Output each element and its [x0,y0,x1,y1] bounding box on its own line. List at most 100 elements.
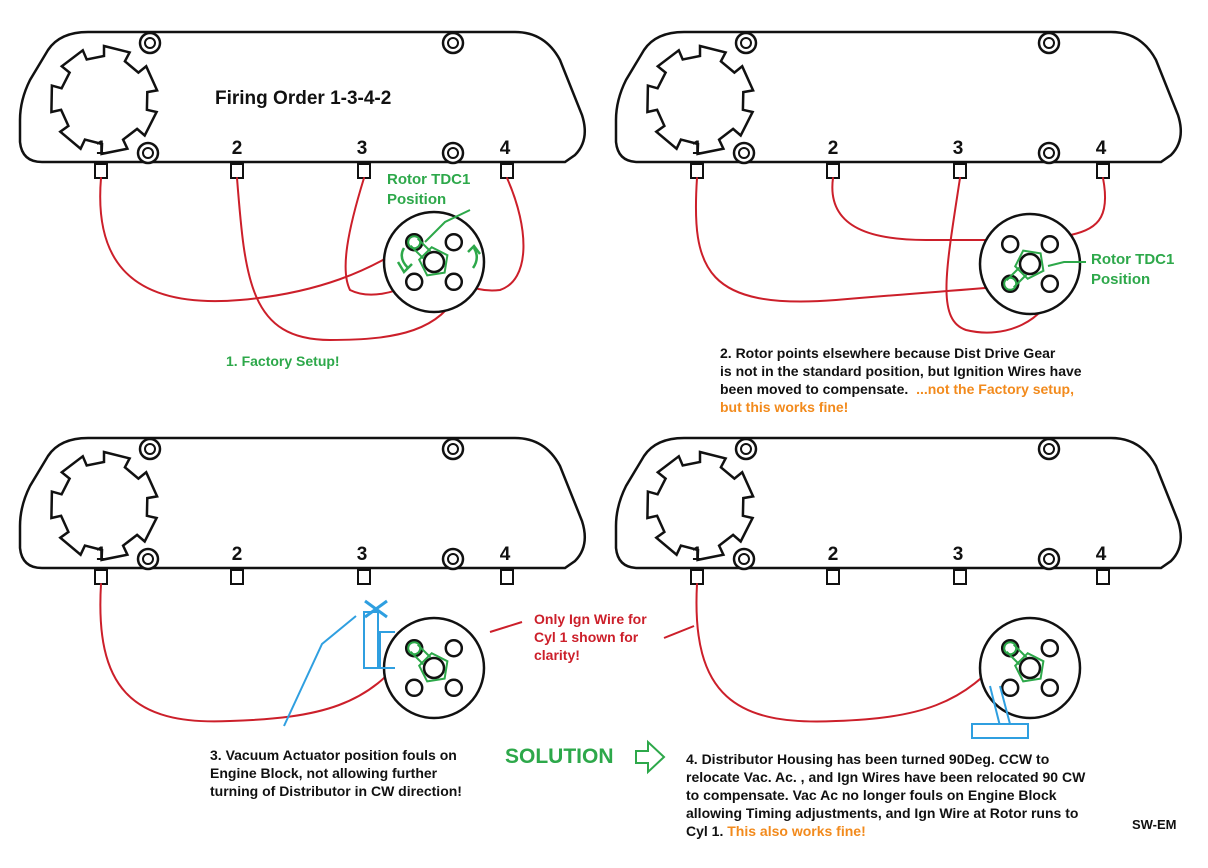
distributor-terminal [1000,678,1020,698]
rotor-tip [1003,641,1018,656]
spark-plug [690,163,704,179]
rotor-hub [1013,249,1045,281]
cylinder-label-3: 3 [953,544,964,565]
rotor-hub [417,651,449,683]
cylinder-label-3: 3 [357,544,368,565]
distributor-terminal [444,638,464,658]
panel3-caption-line3: turning of Distributor in CW direction! [210,783,462,799]
distributor-terminal [404,678,424,698]
bolt-hole-inner [142,147,154,159]
rotor-tip [407,235,422,250]
spark-plug [94,163,108,179]
panel4-caption-line2: relocate Vac. Ac. , and Ign Wires have b… [686,769,1086,785]
spark-plug [1096,569,1110,585]
signature: SW-EM [1132,817,1177,832]
spark-plug [230,163,244,179]
panel4-caption-orange: This also works fine! [727,823,866,839]
bolt-hole-inner [740,37,752,49]
cylinder-label-2: 2 [828,138,839,159]
panel4-caption-line3: to compensate. Vac Ac no longer fouls on… [686,787,1057,803]
distributor-terminal [444,678,464,698]
bolt-hole-inner [1043,147,1055,159]
rotor-label-line1: Rotor TDC1 [1091,251,1174,268]
engine-block-outline [614,30,1183,164]
cylinder-label-1: 1 [96,138,107,159]
ignition-wire [99,177,409,303]
distributor-terminal [1040,678,1060,698]
spark-plug [230,569,244,585]
engine-block-outline [18,30,587,164]
rotor-label-line1: Rotor TDC1 [387,171,470,188]
clarity-note-line1: Only Ign Wire for [534,611,647,627]
cylinder-label-3: 3 [953,138,964,159]
cylinder-label-4: 4 [500,544,511,565]
engine-block-outline [614,436,1183,570]
panel2-caption-orange2: but this works fine! [720,399,849,415]
vacuum-actuator-can [971,723,1029,739]
vacuum-actuator-stem-2 [999,685,1011,725]
solution-label: SOLUTION [505,745,614,768]
bolt-hole-inner [1043,443,1055,455]
panel3-caption-line1: 3. Vacuum Actuator position fouls on [210,747,457,763]
rotor-hub [417,245,449,277]
bolt-hole-inner [738,553,750,565]
bolt-hole-inner [447,553,459,565]
vacuum-actuator-body [379,631,395,669]
panel4-caption: 4. Distributor Housing has been turned 9… [686,750,1085,840]
firing-order-title: Firing Order 1-3-4-2 [215,88,391,109]
panel3-caption-line2: Engine Block, not allowing further [210,765,438,781]
foul-cross-icon [364,599,388,619]
ignition-wire [694,177,1009,303]
bolt-hole-inner [447,443,459,455]
cylinder-label-4: 4 [1096,138,1107,159]
engine-panel-3: 1 2 3 4 [18,436,587,727]
clarity-note-line2: Cyl 1 shown for [534,629,639,645]
cylinder-label-2: 2 [828,544,839,565]
note-pointer-left [489,621,523,633]
bolt-hole-inner [142,553,154,565]
spark-plug [826,569,840,585]
vacuum-hose [283,615,357,727]
cylinder-label-1: 1 [692,544,703,565]
timing-gear-shape [646,44,755,156]
cylinder-label-1: 1 [96,544,107,565]
cylinder-label-2: 2 [232,544,243,565]
ignition-wire [945,177,1055,334]
panel4-caption-line1: 4. Distributor Housing has been turned 9… [686,751,1050,767]
vacuum-actuator-can [363,611,379,669]
cylinder-label-4: 4 [500,138,511,159]
bolt-hole-inner [1043,37,1055,49]
solution-arrow-icon [635,739,666,775]
panel4-caption-line4: allowing Timing adjustments, and Ign Wir… [686,805,1079,821]
distributor-terminal [404,272,424,292]
cylinder-label-2: 2 [232,138,243,159]
distributor-terminal [444,232,464,252]
rotor-label-line2: Position [387,191,446,208]
ignition-wire [831,177,1009,242]
panel2-caption-line3: been moved to compensate. [720,381,909,397]
rotation-arrow-ccw [400,247,409,269]
spark-plug [357,163,371,179]
distributor-center [1018,252,1042,276]
distributor-terminal [1040,274,1060,294]
bolt-hole-inner [144,37,156,49]
spark-plug [500,569,514,585]
spark-plug [94,569,108,585]
rotor-hub [1013,651,1045,683]
panel1-caption: 1. Factory Setup! [226,352,340,370]
panel4-caption-line5: Cyl 1. [686,823,724,839]
bolt-hole-inner [738,147,750,159]
panel2-caption-line1: 2. Rotor points elsewhere because Dist D… [720,345,1056,361]
spark-plug [1096,163,1110,179]
distributor-center [422,250,446,274]
note-pointer-right [663,625,695,639]
panel2-caption-line2: is not in the standard position, but Ign… [720,363,1082,379]
panel3-caption: 3. Vacuum Actuator position fouls on Eng… [210,746,462,800]
cylinder-label-1: 1 [692,138,703,159]
spark-plug [953,569,967,585]
bolt-hole-inner [740,443,752,455]
bolt-hole-inner [447,147,459,159]
timing-gear-shape [50,44,159,156]
